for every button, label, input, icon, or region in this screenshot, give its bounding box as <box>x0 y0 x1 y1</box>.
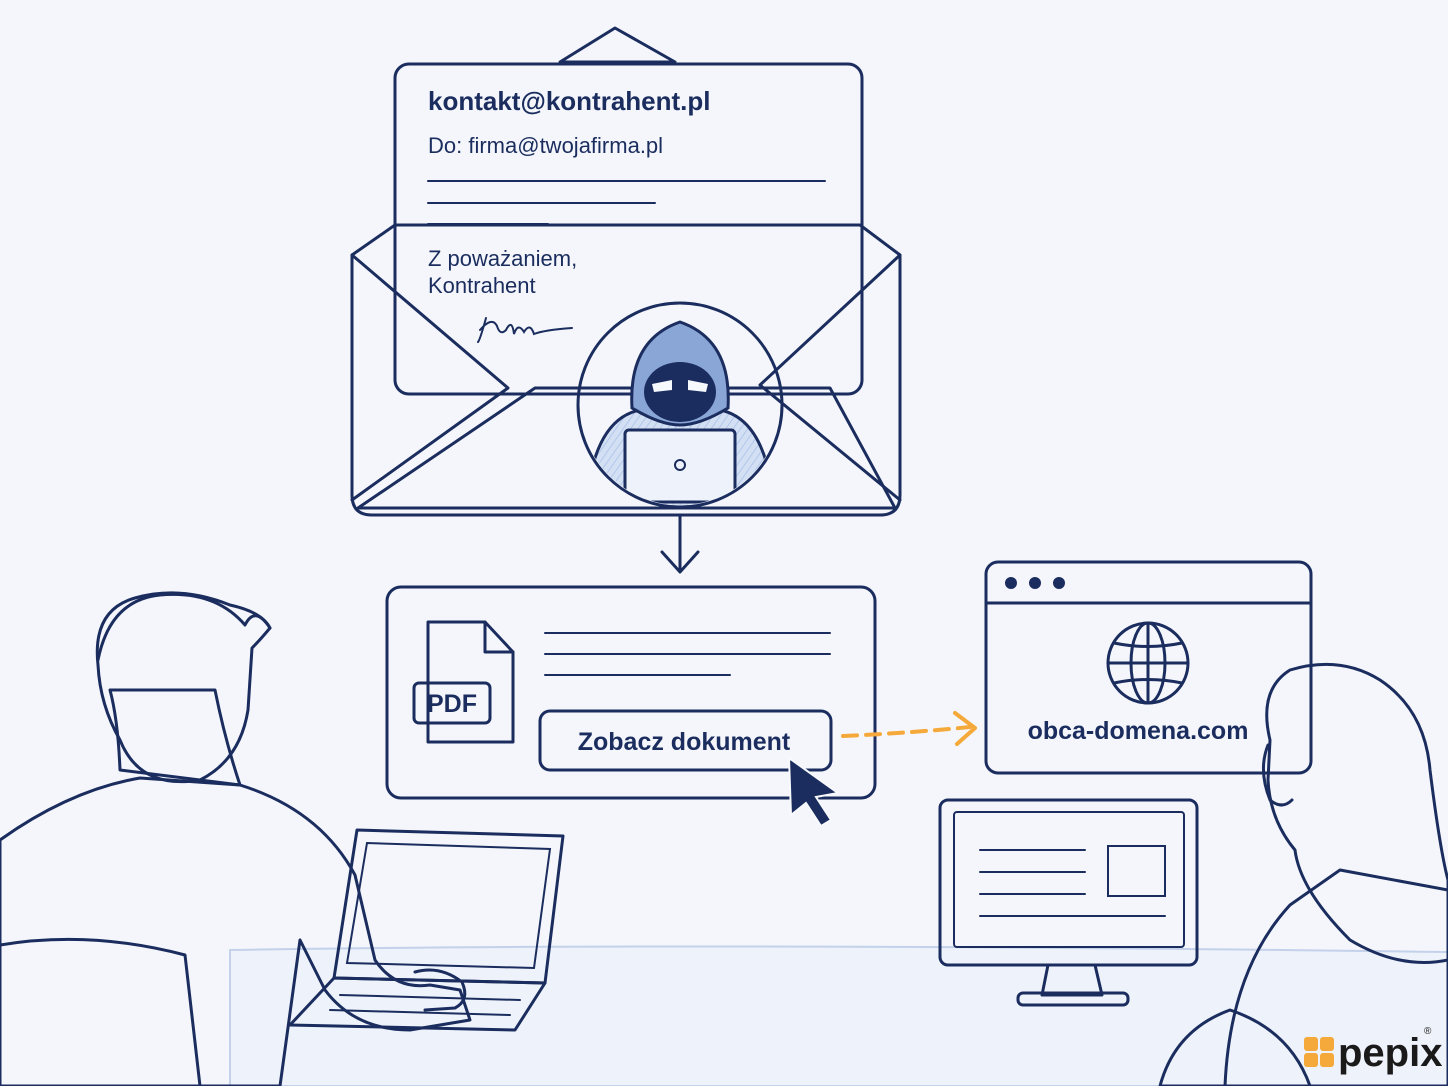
email-sender: kontakt@kontrahent.pl <box>428 86 710 116</box>
view-document-button[interactable]: Zobacz dokument <box>538 709 833 772</box>
attachment-card: PDF <box>385 585 877 800</box>
view-document-label: Zobacz dokument <box>578 728 791 756</box>
pepix-logo: pepix ® <box>1304 1026 1442 1075</box>
browser-dots-icon <box>1005 577 1065 589</box>
arrow-down-icon <box>660 513 700 574</box>
foreign-domain: obca-domena.com <box>1028 717 1249 745</box>
cursor-icon <box>787 756 841 828</box>
pdf-file-icon: PDF <box>412 620 515 744</box>
hacker-icon <box>576 301 784 509</box>
woman-at-monitor <box>1158 662 1448 1086</box>
email-closing: Z poważaniem, <box>428 246 577 271</box>
email-recipient: Do: firma@twojafirma.pl <box>428 133 663 158</box>
man-at-laptop <box>0 591 472 1086</box>
monitor-icon <box>938 798 1199 1007</box>
laptop-icon <box>288 828 565 1032</box>
brand-name: pepix <box>1338 1031 1442 1075</box>
envelope-front-flaps <box>350 253 902 510</box>
envelope-icon <box>350 26 902 517</box>
dashed-arrow-icon <box>841 711 977 746</box>
email-signature-name: Kontrahent <box>428 273 536 298</box>
desk <box>229 945 1448 1086</box>
browser-window: obca-domena.com <box>984 560 1313 775</box>
brand-registered-mark: ® <box>1424 1026 1432 1037</box>
globe-icon <box>1106 621 1190 705</box>
handwritten-signature <box>477 317 573 343</box>
pdf-label: PDF <box>427 690 477 718</box>
email-letter: kontakt@kontrahent.pl Do: firma@twojafir… <box>393 62 864 396</box>
